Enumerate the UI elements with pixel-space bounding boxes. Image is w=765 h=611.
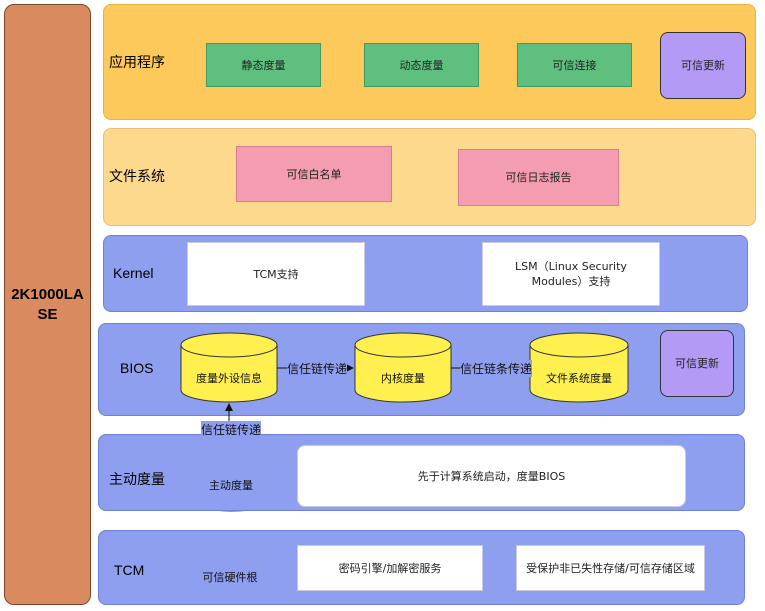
layer-app-label: 应用程序 xyxy=(109,55,165,71)
peripheral-measure-cylinder xyxy=(180,332,278,403)
lsm-support-box: LSM（Linux Security Modules）支持 xyxy=(482,242,660,306)
active-measure-desc-box: 先于计算系统启动，度量BIOS xyxy=(297,445,686,507)
chip-label: 2K1000LASE xyxy=(11,285,84,323)
fs-measure-cylinder xyxy=(529,332,629,403)
peripheral-measure-label: 度量外设信息 xyxy=(196,372,262,385)
log-report-box: 可信日志报告 xyxy=(458,149,619,206)
kernel-measure-label: 内核度量 xyxy=(381,372,425,385)
fs-measure-label: 文件系统度量 xyxy=(546,372,612,385)
whitelist-box: 可信白名单 xyxy=(236,146,392,202)
bios-arrow-2-label: 信任链条传递 xyxy=(460,360,533,377)
layer-bios-label: BIOS xyxy=(120,360,154,376)
protected-storage-box: 受保护非已失性存储/可信存储区域 xyxy=(516,545,705,591)
active-arrow-label: 信任链传递 xyxy=(201,421,262,438)
bios-arrow-1-label: 信任链传递 xyxy=(287,360,348,377)
kernel-measure-cylinder xyxy=(354,332,452,403)
layer-kernel-label: Kernel xyxy=(113,265,154,281)
dynamic-measure-box: 动态度量 xyxy=(364,43,479,87)
trusted-connect-box: 可信连接 xyxy=(517,43,632,87)
layer-tcm-label: TCM xyxy=(114,562,145,578)
tcm-support-box: TCM支持 xyxy=(187,242,365,306)
layer-fs-label: 文件系统 xyxy=(109,169,165,185)
app-trusted-update-box: 可信更新 xyxy=(660,32,746,99)
static-measure-box: 静态度量 xyxy=(206,43,321,87)
crypto-engine-box: 密码引擎/加解密服务 xyxy=(297,545,483,591)
bios-trusted-update-box: 可信更新 xyxy=(660,330,734,397)
layer-active-label: 主动度量 xyxy=(109,472,165,488)
active-measure-label: 主动度量 xyxy=(209,479,253,492)
hardware-root-label: 可信硬件根 xyxy=(202,571,258,584)
chip-sidebar: 2K1000LASE xyxy=(4,4,91,605)
layer-fs xyxy=(103,128,756,226)
